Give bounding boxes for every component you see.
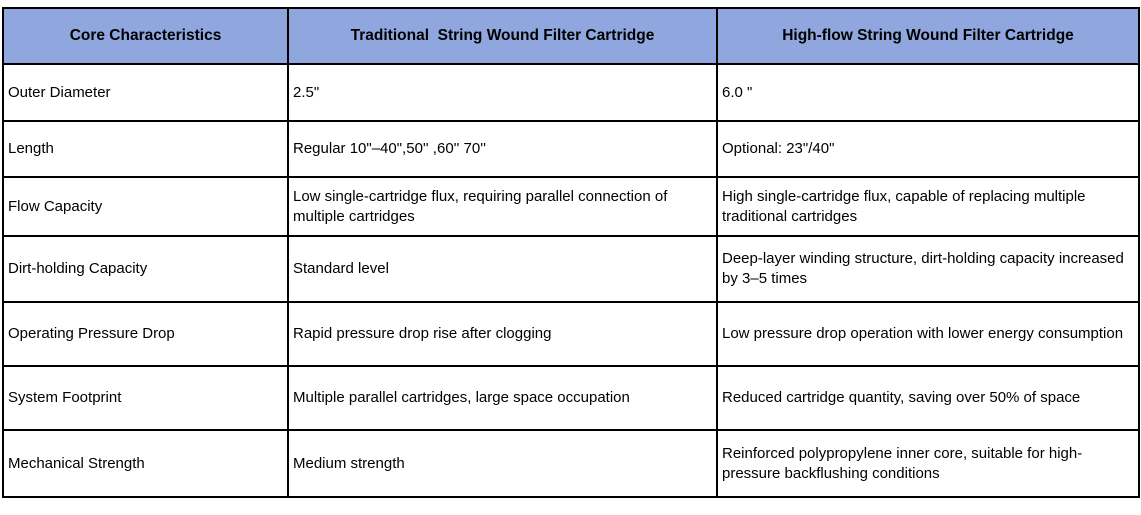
column-header-core-characteristics: Core Characteristics <box>2 7 289 65</box>
table-row-system-footprint: System Footprint Multiple parallel cartr… <box>2 365 1140 431</box>
table-row-dirt-holding-capacity: Dirt-holding Capacity Standard level Dee… <box>2 235 1140 303</box>
cell-traditional-value: Low single-cartridge flux, requiring par… <box>287 176 718 237</box>
cell-characteristic: Operating Pressure Drop <box>2 301 289 367</box>
cell-highflow-value: Low pressure drop operation with lower e… <box>716 301 1140 367</box>
cell-traditional-value: 2.5" <box>287 63 718 122</box>
cell-highflow-value: Optional: 23"/40" <box>716 120 1140 178</box>
header-row: Core Characteristics Traditional String … <box>2 7 1140 65</box>
cell-characteristic: Dirt-holding Capacity <box>2 235 289 303</box>
comparison-table: Core Characteristics Traditional String … <box>2 7 1140 498</box>
table-row-length: Length Regular 10"–40",50'' ,60'' 70'' O… <box>2 120 1140 178</box>
table-row-mechanical-strength: Mechanical Strength Medium strength Rein… <box>2 429 1140 498</box>
cell-traditional-value: Standard level <box>287 235 718 303</box>
cell-characteristic: Length <box>2 120 289 178</box>
table-row-operating-pressure-drop: Operating Pressure Drop Rapid pressure d… <box>2 301 1140 367</box>
cell-traditional-value: Medium strength <box>287 429 718 498</box>
cell-highflow-value: Reinforced polypropylene inner core, sui… <box>716 429 1140 498</box>
cell-highflow-value: Deep-layer winding structure, dirt-holdi… <box>716 235 1140 303</box>
cell-traditional-value: Multiple parallel cartridges, large spac… <box>287 365 718 431</box>
cell-traditional-value: Rapid pressure drop rise after clogging <box>287 301 718 367</box>
column-header-high-flow-cartridge: High-flow String Wound Filter Cartridge <box>716 7 1140 65</box>
cell-characteristic: Flow Capacity <box>2 176 289 237</box>
cell-characteristic: Mechanical Strength <box>2 429 289 498</box>
cell-traditional-value: Regular 10"–40",50'' ,60'' 70'' <box>287 120 718 178</box>
table-row-outer-diameter: Outer Diameter 2.5" 6.0 " <box>2 63 1140 122</box>
cell-highflow-value: Reduced cartridge quantity, saving over … <box>716 365 1140 431</box>
cell-highflow-value: High single-cartridge flux, capable of r… <box>716 176 1140 237</box>
cell-highflow-value: 6.0 " <box>716 63 1140 122</box>
table-row-flow-capacity: Flow Capacity Low single-cartridge flux,… <box>2 176 1140 237</box>
column-header-traditional-cartridge: Traditional String Wound Filter Cartridg… <box>287 7 718 65</box>
cell-characteristic: Outer Diameter <box>2 63 289 122</box>
cell-characteristic: System Footprint <box>2 365 289 431</box>
